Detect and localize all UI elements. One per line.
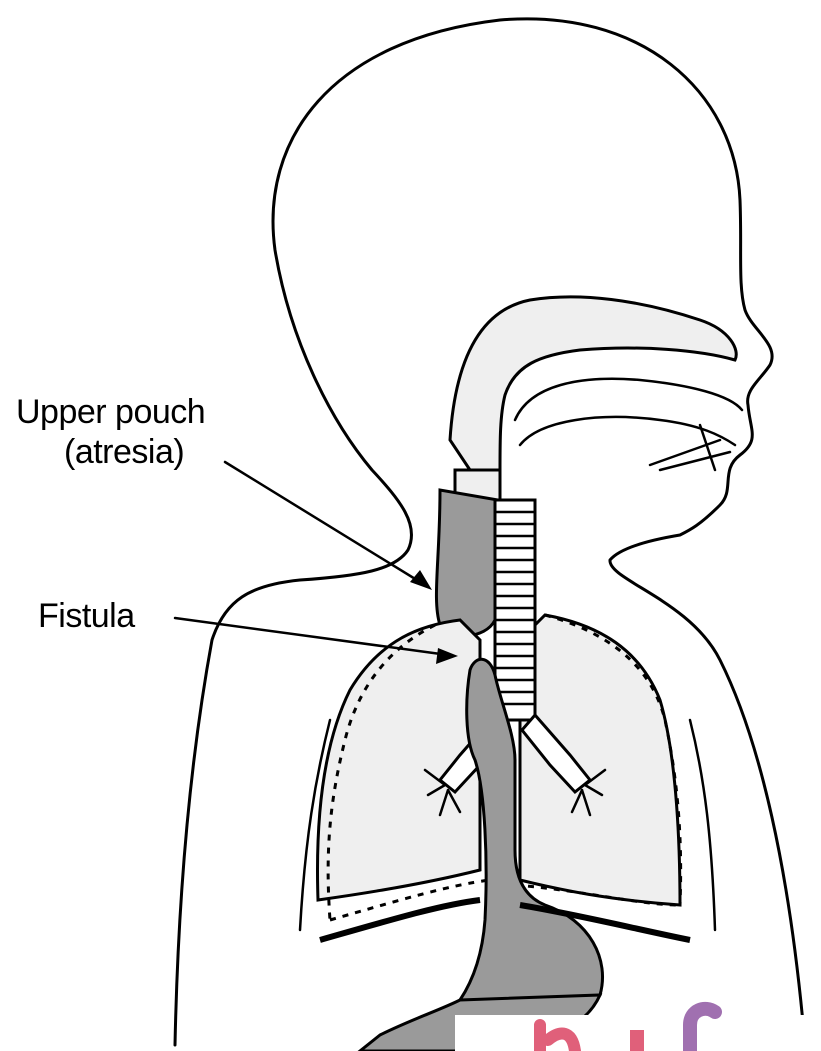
nasal-cavity — [450, 297, 736, 470]
watermark-logo — [455, 1009, 821, 1051]
rib-right — [690, 720, 715, 930]
upper-pouch-label-line1: Upper pouch — [16, 392, 205, 432]
fistula-label-text: Fistula — [38, 597, 135, 635]
upper-pouch-arrowhead — [410, 570, 432, 590]
teeth — [650, 425, 730, 470]
palate-line — [515, 379, 742, 420]
left-lung — [520, 615, 680, 905]
upper-pouch-label-line2: (atresia) — [64, 432, 205, 472]
fistula-label: Fistula — [38, 596, 135, 636]
upper-pouch — [436, 490, 499, 636]
upper-pouch-pointer — [225, 462, 425, 585]
upper-pouch-label: Upper pouch (atresia) — [16, 392, 205, 472]
trachea — [495, 500, 535, 720]
